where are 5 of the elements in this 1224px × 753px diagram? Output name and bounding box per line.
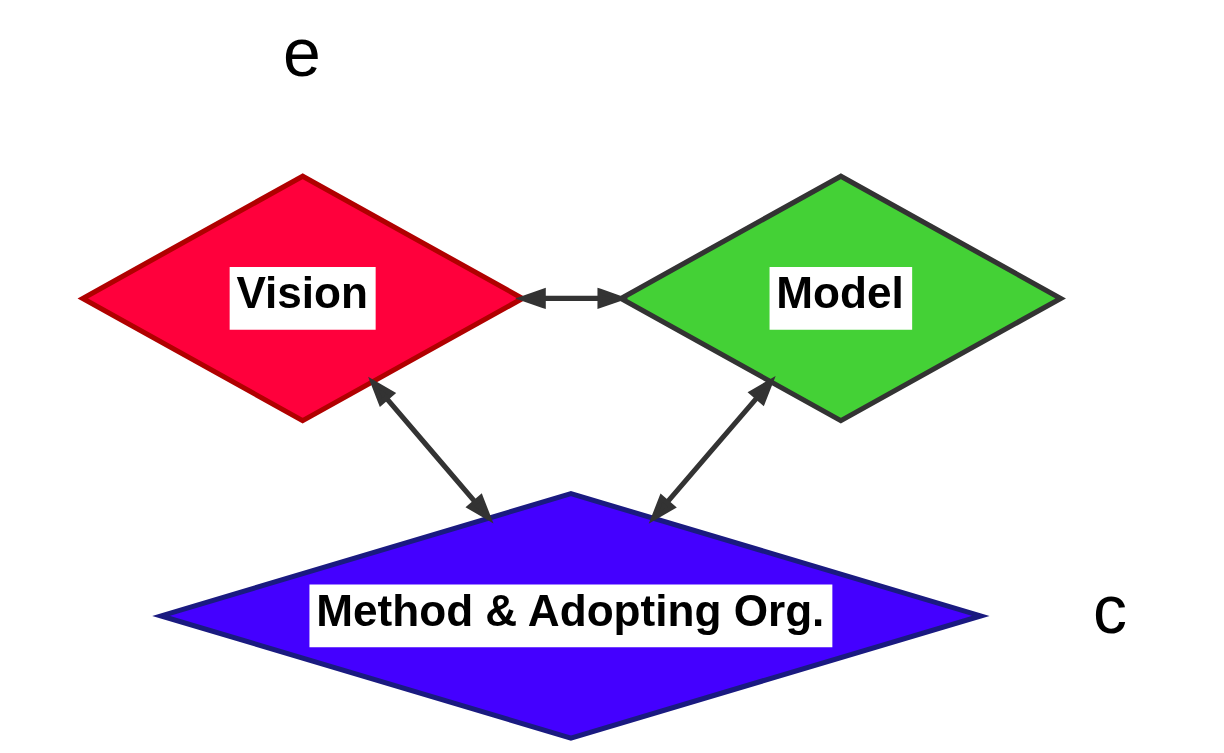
arrow <box>514 287 628 310</box>
arrow <box>367 376 494 524</box>
label: e <box>282 14 321 90</box>
arrow <box>648 375 776 524</box>
label: c <box>1092 571 1127 647</box>
